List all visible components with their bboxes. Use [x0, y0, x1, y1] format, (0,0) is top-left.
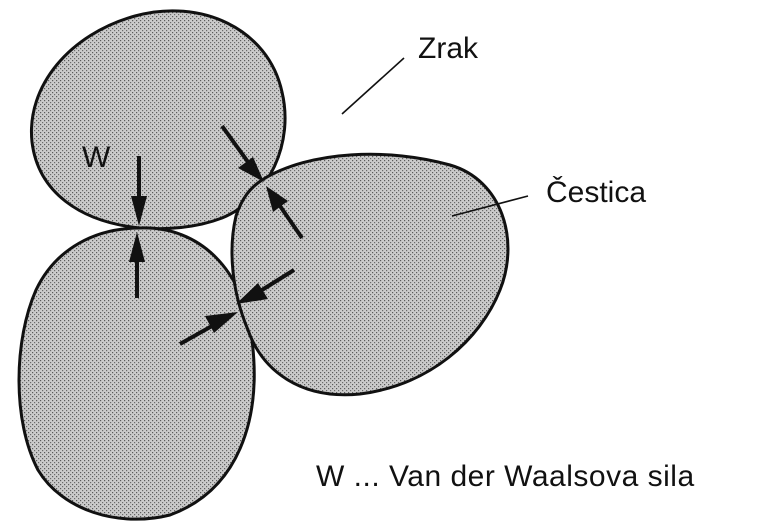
particle-leader-line: [451, 195, 529, 217]
force-arrow-lower-diagonal-in: [179, 312, 238, 346]
legend-text: W ... Van der Waalsova sila: [316, 460, 695, 493]
force-arrow-upper-diagonal-out: [266, 186, 304, 240]
particle-right: [230, 152, 510, 397]
force-arrow-lower-diagonal-out: [236, 268, 296, 304]
force-arrow-bottom-up: [129, 232, 145, 298]
air-leader-line: [341, 57, 405, 115]
particle-label: Čestica: [546, 175, 646, 209]
force-arrow-top-down: [131, 156, 147, 226]
air-label: Zrak: [418, 32, 479, 65]
force-arrow-upper-diagonal-in: [220, 124, 264, 182]
particle-top-left: [29, 9, 287, 231]
force-symbol-label: W: [82, 141, 111, 174]
